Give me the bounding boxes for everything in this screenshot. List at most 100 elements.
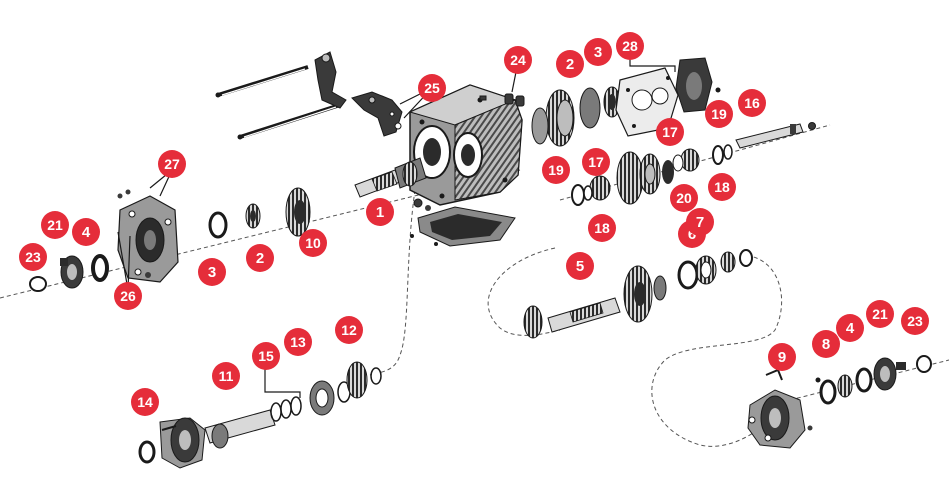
rear-clip — [765, 368, 783, 381]
callout-c4b: 4 — [836, 314, 864, 342]
callout-c24: 24 — [504, 46, 532, 74]
callout-c28: 28 — [616, 32, 644, 60]
callout-number: 23 — [25, 249, 41, 265]
leader-15 — [264, 368, 301, 398]
callout-c5: 5 — [566, 252, 594, 280]
rear-seal — [855, 367, 873, 393]
rear-loop-line — [651, 254, 783, 447]
callout-c3a: 3 — [584, 38, 612, 66]
callout-badge — [212, 362, 240, 390]
callout-badge — [418, 74, 446, 102]
callout-c18b: 18 — [588, 214, 616, 242]
callout-badge — [812, 330, 840, 358]
callout-c13: 13 — [284, 328, 312, 356]
rear-yoke — [873, 357, 906, 391]
callout-number: 20 — [676, 190, 692, 206]
callout-badge — [41, 211, 69, 239]
callout-c2a: 2 — [556, 50, 584, 78]
rear-nut — [916, 355, 932, 373]
callout-c23b: 23 — [901, 307, 929, 335]
callout-number: 13 — [290, 334, 306, 350]
callout-badge — [246, 244, 274, 272]
leader-26 — [117, 231, 131, 291]
callout-number: 17 — [588, 154, 604, 170]
front-bearing — [208, 211, 228, 239]
callout-badge — [686, 208, 714, 236]
rear-cover-plate — [675, 57, 721, 113]
front-seal — [91, 254, 109, 282]
front-gear-small — [245, 203, 261, 229]
detent-parts — [479, 93, 525, 107]
callout-badge — [582, 148, 610, 176]
callout-number: 3 — [208, 264, 216, 281]
front-nut — [29, 276, 47, 292]
callout-badge — [131, 388, 159, 416]
callout-badge — [284, 328, 312, 356]
countershaft-washers-left — [571, 184, 593, 206]
callout-c21a: 21 — [41, 211, 69, 239]
callout-number: 2 — [566, 56, 574, 73]
callout-number: 10 — [305, 235, 321, 251]
callout-number: 18 — [594, 220, 610, 236]
callout-c17a: 17 — [656, 118, 684, 146]
mainshaft — [523, 265, 667, 339]
callout-c26: 26 — [114, 282, 142, 310]
callout-badge — [588, 214, 616, 242]
synchro-ring — [677, 260, 699, 290]
callout-badge — [252, 342, 280, 370]
callout-number: 23 — [907, 313, 923, 329]
cluster-gear-lower — [616, 151, 674, 205]
callout-number: 24 — [510, 52, 526, 68]
callout-badge — [504, 46, 532, 74]
cluster-gear-upper — [531, 86, 621, 147]
callout-c19b: 19 — [542, 156, 570, 184]
callout-badge — [705, 100, 733, 128]
callout-c2b: 2 — [246, 244, 274, 272]
callout-number: 5 — [576, 258, 584, 275]
callout-badge — [72, 218, 100, 246]
callout-badge — [335, 316, 363, 344]
callout-number: 2 — [256, 250, 264, 267]
callout-number: 18 — [714, 179, 730, 195]
callout-c9: 9 — [768, 343, 796, 371]
output-path-line — [369, 189, 416, 376]
callout-badge — [366, 198, 394, 226]
callout-c15: 15 — [252, 342, 280, 370]
callout-number: 11 — [219, 368, 234, 384]
callout-number: 4 — [82, 224, 91, 241]
roller-bearing-lower — [589, 175, 611, 201]
callout-badge — [542, 156, 570, 184]
callout-number: 4 — [846, 320, 855, 337]
callout-number: 12 — [341, 322, 357, 338]
callout-layer: 1223344567891011121314151617171818191920… — [19, 32, 929, 416]
callout-number: 14 — [137, 394, 153, 410]
callout-c21b: 21 — [866, 300, 894, 328]
front-bearing-retainer — [117, 189, 179, 283]
callout-c25: 25 — [418, 74, 446, 102]
shift-fork-lower — [351, 91, 403, 137]
callout-number: 7 — [696, 214, 704, 231]
callout-c3b: 3 — [198, 258, 226, 286]
callout-badge — [738, 89, 766, 117]
callout-number: 1 — [376, 204, 384, 221]
transmission-case — [408, 84, 523, 206]
callout-number: 9 — [778, 349, 786, 366]
output-nut — [138, 425, 177, 464]
callout-badge — [556, 50, 584, 78]
callout-c12: 12 — [335, 316, 363, 344]
front-yoke — [60, 255, 84, 289]
output-gear — [346, 361, 382, 399]
callout-c11: 11 — [212, 362, 240, 390]
callout-c23a: 23 — [19, 243, 47, 271]
callout-number: 15 — [258, 348, 274, 364]
callout-c16: 16 — [738, 89, 766, 117]
callout-number: 19 — [548, 162, 564, 178]
callout-badge — [901, 307, 929, 335]
callout-number: 17 — [662, 124, 678, 140]
rear-gear — [837, 374, 853, 398]
callout-number: 27 — [164, 156, 180, 172]
callout-number: 6 — [688, 226, 696, 243]
shift-fork-upper — [314, 51, 347, 109]
countershaft-washers-right — [712, 144, 733, 165]
